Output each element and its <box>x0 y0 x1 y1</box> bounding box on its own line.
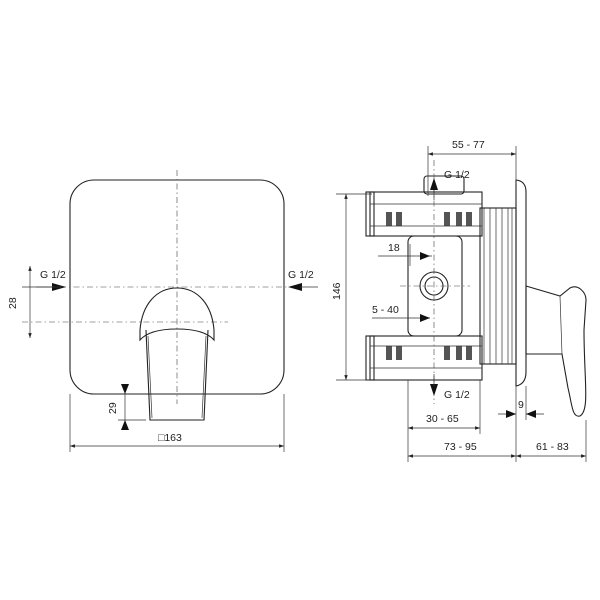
label-dim-28: 28 <box>7 297 19 309</box>
label-g12-top: G 1/2 <box>444 169 470 181</box>
inlet-arrow-right-icon <box>288 283 302 291</box>
label-dim-55-77: 55 - 77 <box>452 139 485 151</box>
label-dim-61-83: 61 - 83 <box>536 441 569 453</box>
valve-body <box>479 207 517 365</box>
wall-plate <box>515 179 527 387</box>
label-dim-9: 9 <box>518 399 524 411</box>
label-dim-163: □163 <box>158 432 182 444</box>
bottom-connection <box>365 335 483 381</box>
side-lever <box>525 285 587 417</box>
side-view <box>336 146 587 462</box>
thread-lines <box>483 208 513 364</box>
front-view <box>22 170 318 452</box>
label-dim-29: 29 <box>107 402 119 414</box>
inlet-arrow-bottom-icon <box>430 384 438 396</box>
label-dim-146: 146 <box>331 282 343 300</box>
label-g12-bottom: G 1/2 <box>444 389 470 401</box>
lever-handle <box>139 287 215 421</box>
top-connection <box>365 175 483 237</box>
label-dim-5-40: 5 - 40 <box>372 304 399 316</box>
label-dim-18: 18 <box>388 242 400 254</box>
label-g12-front-right: G 1/2 <box>288 269 314 281</box>
label-dim-73-95: 73 - 95 <box>444 441 477 453</box>
label-g12-front-left: G 1/2 <box>40 269 66 281</box>
inlet-arrow-top-icon <box>430 178 438 190</box>
label-dim-30-65: 30 - 65 <box>426 413 459 425</box>
